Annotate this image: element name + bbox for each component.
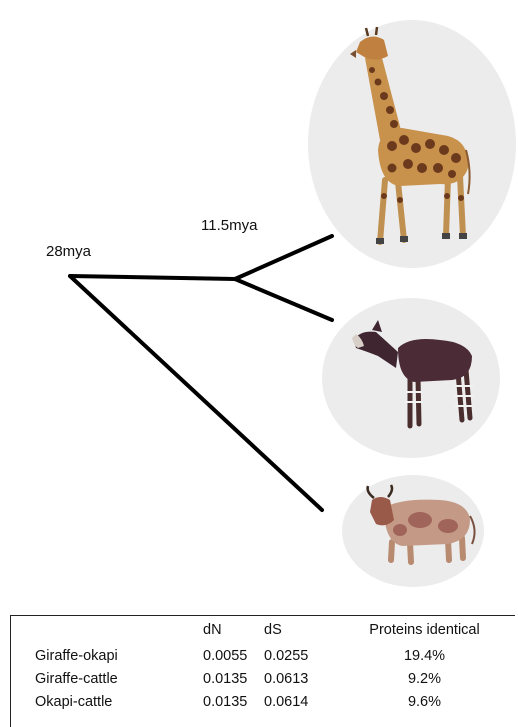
identical-cell: 19.4%: [342, 644, 507, 667]
table-header-ds: dS: [258, 622, 342, 644]
root-to-node-branch: [70, 276, 235, 279]
ds-cell: 0.0614: [258, 690, 342, 713]
table-row: Giraffe-cattle 0.0135 0.0613 9.2%: [30, 667, 507, 690]
cattle-icon: [368, 485, 475, 562]
pair-cell: Giraffe-okapi: [30, 644, 203, 667]
table-header-row: dN dS Proteins identical: [30, 622, 507, 644]
giraffe-icon: [350, 27, 470, 244]
divergence-stats-table: dN dS Proteins identical Giraffe-okapi 0…: [30, 622, 507, 713]
ds-cell: 0.0613: [258, 667, 342, 690]
dn-cell: 0.0055: [203, 644, 258, 667]
dn-cell: 0.0135: [203, 690, 258, 713]
table-row: Giraffe-okapi 0.0055 0.0255 19.4%: [30, 644, 507, 667]
ds-cell: 0.0255: [258, 644, 342, 667]
pair-cell: Okapi-cattle: [30, 690, 203, 713]
table-header-pair: [30, 622, 203, 644]
table-header-dn: dN: [203, 622, 258, 644]
okapi-branch: [235, 279, 332, 320]
giraffe-branch: [235, 236, 332, 279]
pair-cell: Giraffe-cattle: [30, 667, 203, 690]
table-header-identical: Proteins identical: [342, 622, 507, 644]
table-row: Okapi-cattle 0.0135 0.0614 9.6%: [30, 690, 507, 713]
phylogenetic-tree: [0, 0, 518, 610]
identical-cell: 9.6%: [342, 690, 507, 713]
identical-cell: 9.2%: [342, 667, 507, 690]
cattle-branch: [70, 276, 322, 510]
dn-cell: 0.0135: [203, 667, 258, 690]
okapi-icon: [352, 320, 473, 426]
